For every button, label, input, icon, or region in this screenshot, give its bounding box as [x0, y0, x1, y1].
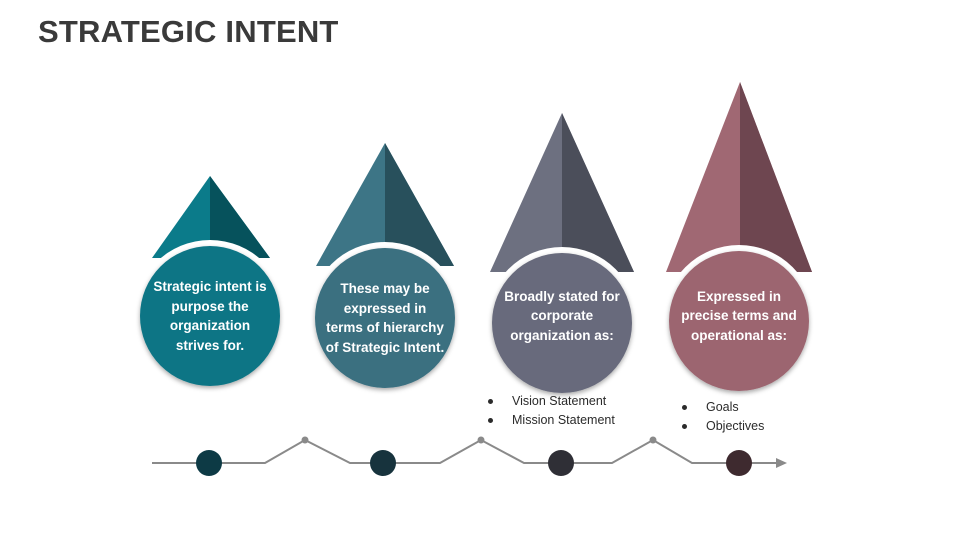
- stage-2-cone: [309, 143, 461, 394]
- timeline-node-1: [196, 450, 222, 476]
- stage-3-text: Broadly stated for corporate organizatio…: [504, 288, 620, 343]
- stage-3-bullet: Vision Statement: [484, 392, 615, 411]
- timeline-node-2: [370, 450, 396, 476]
- stage-3-bullet-list: Vision Statement Mission Statement: [484, 392, 615, 429]
- timeline: [152, 436, 787, 476]
- stage-3-bullet: Mission Statement: [484, 411, 615, 430]
- stage-4-bullet: Objectives: [678, 417, 764, 436]
- timeline-node-4: [726, 450, 752, 476]
- stage-1-cone: [134, 176, 286, 392]
- stage-3-cone: [486, 113, 638, 399]
- stage-4-bullet-list: Goals Objectives: [678, 398, 764, 435]
- stage-4-bullet: Goals: [678, 398, 764, 417]
- timeline-node-3: [548, 450, 574, 476]
- stage-2-text: These may be expressed in terms of hiera…: [325, 281, 445, 355]
- stage-4-cone: [663, 82, 815, 397]
- stage-4-text: Expressed in precise terms and operation…: [681, 288, 797, 343]
- stage-1-text: Strategic intent is purpose the organiza…: [153, 279, 267, 353]
- page-title: STRATEGIC INTENT: [38, 14, 339, 49]
